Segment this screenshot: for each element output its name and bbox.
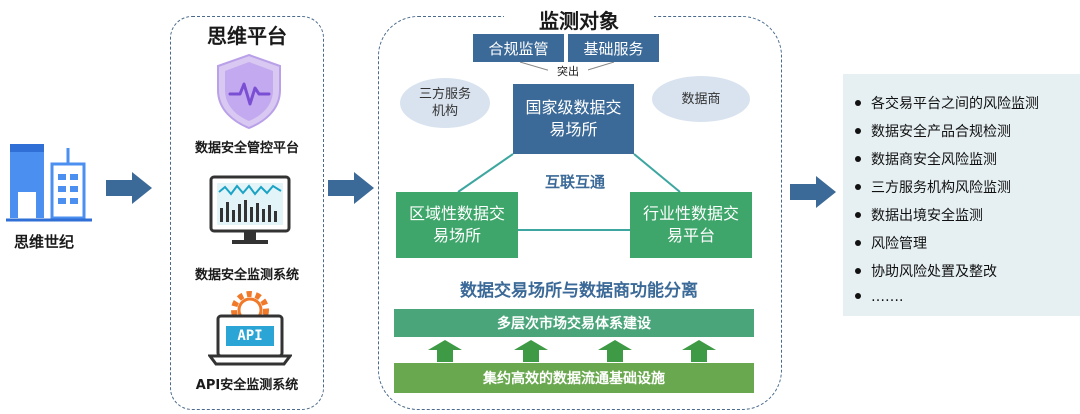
box-national-exchange-label: 国家级数据交易场所 bbox=[525, 98, 622, 139]
list-item: 数据出境安全监测 bbox=[855, 205, 983, 225]
bar-infrastructure: 集约高效的数据流通基础设施 bbox=[394, 363, 754, 393]
separation-label: 数据交易场所与数据商功能分离 bbox=[460, 281, 698, 301]
monitoring-scope-panel: 各交易平台之间的风险监测 数据安全产品合规检测 数据商安全风险监测 三方服务机构… bbox=[843, 74, 1080, 316]
platform-item-label-1: 数据安全管控平台 bbox=[194, 141, 299, 156]
flow-arrow-1 bbox=[106, 172, 152, 204]
company-label: 思维世纪 bbox=[14, 233, 75, 251]
highlight-label: 突出 bbox=[548, 63, 588, 79]
list-item: 数据安全产品合规检测 bbox=[855, 121, 1011, 141]
list-item-text: 数据安全产品合规检测 bbox=[871, 124, 1011, 140]
box-compliance-label: 合规监管 bbox=[488, 39, 549, 58]
up-arrow-4 bbox=[682, 340, 716, 362]
up-arrow-3 bbox=[598, 340, 632, 362]
box-basic-services: 基础服务 bbox=[568, 34, 659, 62]
box-national-exchange: 国家级数据交易场所 bbox=[513, 84, 634, 154]
list-item: ……. bbox=[855, 289, 903, 305]
bar-multilevel-market-label: 多层次市场交易体系建设 bbox=[497, 316, 651, 332]
flow-arrow-3 bbox=[790, 176, 836, 208]
interconnect-lines bbox=[457, 153, 681, 231]
platform-panel bbox=[170, 16, 324, 410]
building-icon bbox=[6, 144, 92, 222]
interconnect-label: 互联互通 bbox=[544, 173, 605, 191]
list-item: 协助风险处置及整改 bbox=[855, 261, 997, 281]
bar-multilevel-market: 多层次市场交易体系建设 bbox=[394, 309, 754, 337]
flow-arrow-2 bbox=[328, 172, 374, 204]
list-item-text: 风险管理 bbox=[871, 236, 927, 252]
api-text: API bbox=[237, 328, 263, 344]
ellipse-data-vendor: 数据商 bbox=[652, 76, 750, 122]
list-item: 风险管理 bbox=[855, 233, 927, 253]
platform-item-label-2: 数据安全监测系统 bbox=[194, 268, 299, 283]
list-item-text: 三方服务机构风险监测 bbox=[871, 180, 1011, 196]
up-arrow-2 bbox=[514, 340, 548, 362]
platform-title: 思维平台 bbox=[207, 24, 287, 48]
box-regional-exchange: 区域性数据交易场所 bbox=[396, 192, 518, 258]
platform-item-label-3: API安全监测系统 bbox=[195, 378, 299, 393]
list-item-text: 数据商安全风险监测 bbox=[871, 152, 997, 168]
up-arrow-1 bbox=[428, 340, 462, 362]
list-item-text: ……. bbox=[871, 289, 904, 305]
list-item: 数据商安全风险监测 bbox=[855, 149, 997, 169]
list-item-text: 协助风险处置及整改 bbox=[871, 264, 997, 280]
box-compliance-supervision: 合规监管 bbox=[473, 34, 564, 62]
bar-infrastructure-label: 集约高效的数据流通基础设施 bbox=[483, 371, 665, 387]
box-industry-exchange: 行业性数据交易平台 bbox=[630, 192, 752, 258]
list-item: 各交易平台之间的风险监测 bbox=[855, 93, 1039, 113]
box-industry-exchange-label: 行业性数据交易平台 bbox=[642, 204, 739, 245]
api-laptop-icon: API bbox=[208, 288, 292, 368]
shield-icon bbox=[217, 53, 281, 130]
box-basic-services-label: 基础服务 bbox=[583, 39, 644, 58]
ellipse-third-party-label: 三方服务机构 bbox=[418, 87, 471, 119]
list-item: 三方服务机构风险监测 bbox=[855, 177, 1011, 197]
list-item-text: 数据出境安全监测 bbox=[871, 208, 983, 224]
box-regional-exchange-label: 区域性数据交易场所 bbox=[408, 204, 505, 245]
list-item-text: 各交易平台之间的风险监测 bbox=[871, 96, 1039, 112]
ellipse-third-party: 三方服务机构 bbox=[400, 78, 490, 128]
monitor-icon bbox=[209, 175, 291, 244]
ellipse-data-vendor-label: 数据商 bbox=[681, 91, 721, 107]
monitor-title: 监测对象 bbox=[504, 5, 654, 34]
